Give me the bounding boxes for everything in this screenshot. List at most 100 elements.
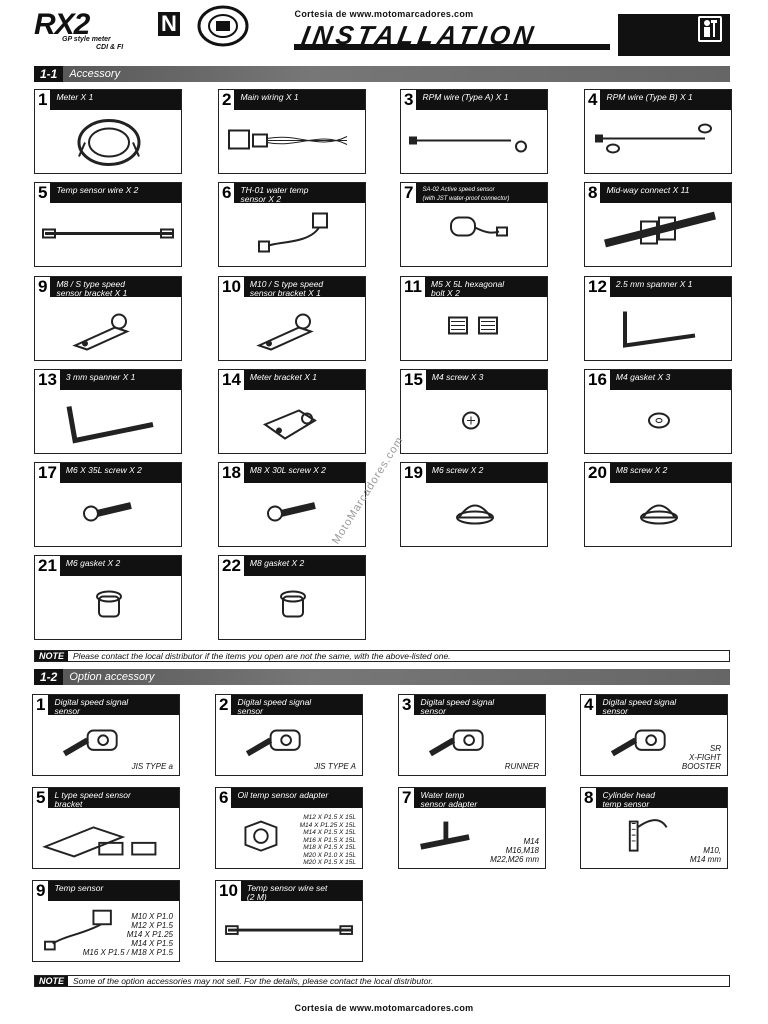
item-spec: JIS TYPE A xyxy=(314,762,356,771)
item-number: 10 xyxy=(216,881,243,901)
m4-gasket-icon xyxy=(648,412,670,429)
item-label: M6 X 35L screw X 2 xyxy=(65,465,142,475)
m6-screw-icon xyxy=(456,504,494,525)
m6-gasket-icon xyxy=(96,590,122,618)
cylinder-head-sensor-icon xyxy=(628,819,668,852)
item-spec: SR X-FIGHT BOOSTER xyxy=(681,744,721,771)
l-bracket-icon xyxy=(42,826,157,858)
speed-signal-sensor-big-a-icon xyxy=(245,729,301,757)
section-num: 1-1 xyxy=(34,66,64,82)
item-number: 2 xyxy=(216,695,234,715)
item-label: Digital speed signal sensor xyxy=(237,697,312,716)
logo-sub1: GP style meter xyxy=(62,36,111,43)
item-spec: M10 X P1.0 M12 X P1.5 M14 X P1.25 M14 X … xyxy=(82,912,173,957)
item-number: 9 xyxy=(33,881,51,901)
section-num: 1-2 xyxy=(34,669,64,685)
item-spec: JIS TYPE a xyxy=(131,762,173,771)
sensor-bracket-m8-icon xyxy=(72,313,130,351)
speed-signal-sensor-sr-icon xyxy=(610,729,666,757)
note-tag: NOTE xyxy=(35,976,69,986)
item-label: M6 screw X 2 xyxy=(431,465,484,475)
water-temp-sensor-icon xyxy=(258,212,328,253)
item-number: 5 xyxy=(33,788,51,808)
m8-screw-icon xyxy=(640,504,678,525)
item-number: 1 xyxy=(35,90,53,110)
speed-sensor-icon xyxy=(450,216,508,237)
item-label: L type speed sensor bracket xyxy=(54,790,131,809)
note-tag: NOTE xyxy=(35,651,69,661)
item-label: SA-02 Active speed sensor (with JST wate… xyxy=(422,187,510,202)
item-label: RPM wire (Type B) X 1 xyxy=(606,92,693,102)
item-number: 15 xyxy=(401,370,428,390)
item-number: 9 xyxy=(35,277,53,297)
credit-bottom: Cortesia de www.motomarcadores.com xyxy=(294,1003,474,1013)
page-title: INSTALLATION xyxy=(299,20,540,50)
m8-screw-icon xyxy=(267,502,316,522)
meter-icon xyxy=(77,119,141,166)
rpm-wire-a-icon xyxy=(409,136,527,153)
oil-temp-adapter-icon xyxy=(244,820,278,852)
meter-logo-icon xyxy=(197,5,249,47)
item-label: Temp sensor xyxy=(54,883,104,893)
item-label: Cylinder head temp sensor xyxy=(602,790,655,809)
item-label: 3 mm spanner X 1 xyxy=(65,372,136,382)
note-option: NOTE Some of the option accessories may … xyxy=(34,975,730,987)
sensor-bracket-m10-icon xyxy=(256,313,314,351)
item-number: 7 xyxy=(401,183,419,203)
item-number: 12 xyxy=(585,277,612,297)
item-number: 16 xyxy=(585,370,612,390)
mechanic-icon xyxy=(698,16,722,42)
item-label: M8 X 30L screw X 2 xyxy=(249,465,326,475)
item-number: 8 xyxy=(585,183,603,203)
item-number: 18 xyxy=(219,463,246,483)
speed-signal-sensor-runner-icon xyxy=(428,729,484,757)
logo-sub2: CDI & FI xyxy=(96,44,124,51)
m6-screw-icon xyxy=(83,502,132,522)
item-number: 19 xyxy=(401,463,428,483)
item-label: Digital speed signal sensor xyxy=(420,697,495,716)
item-label: M4 gasket X 3 xyxy=(615,372,671,382)
item-label: Water temp sensor adapter xyxy=(420,790,478,809)
item-number: 13 xyxy=(35,370,62,390)
water-temp-adapter-icon xyxy=(420,821,470,850)
m4-screw-icon xyxy=(462,411,480,430)
product-logo: RX2 N GP style meter CDI & FI xyxy=(34,5,264,56)
item-number: 6 xyxy=(219,183,237,203)
item-label: Temp sensor wire set (2 M) xyxy=(246,883,328,902)
logo-main: RX2 xyxy=(34,8,90,41)
midway-connector-icon xyxy=(604,211,716,248)
meter-bracket-icon xyxy=(262,409,317,440)
item-number: 14 xyxy=(219,370,246,390)
item-label: M10 / S type speed sensor bracket X 1 xyxy=(249,279,324,298)
